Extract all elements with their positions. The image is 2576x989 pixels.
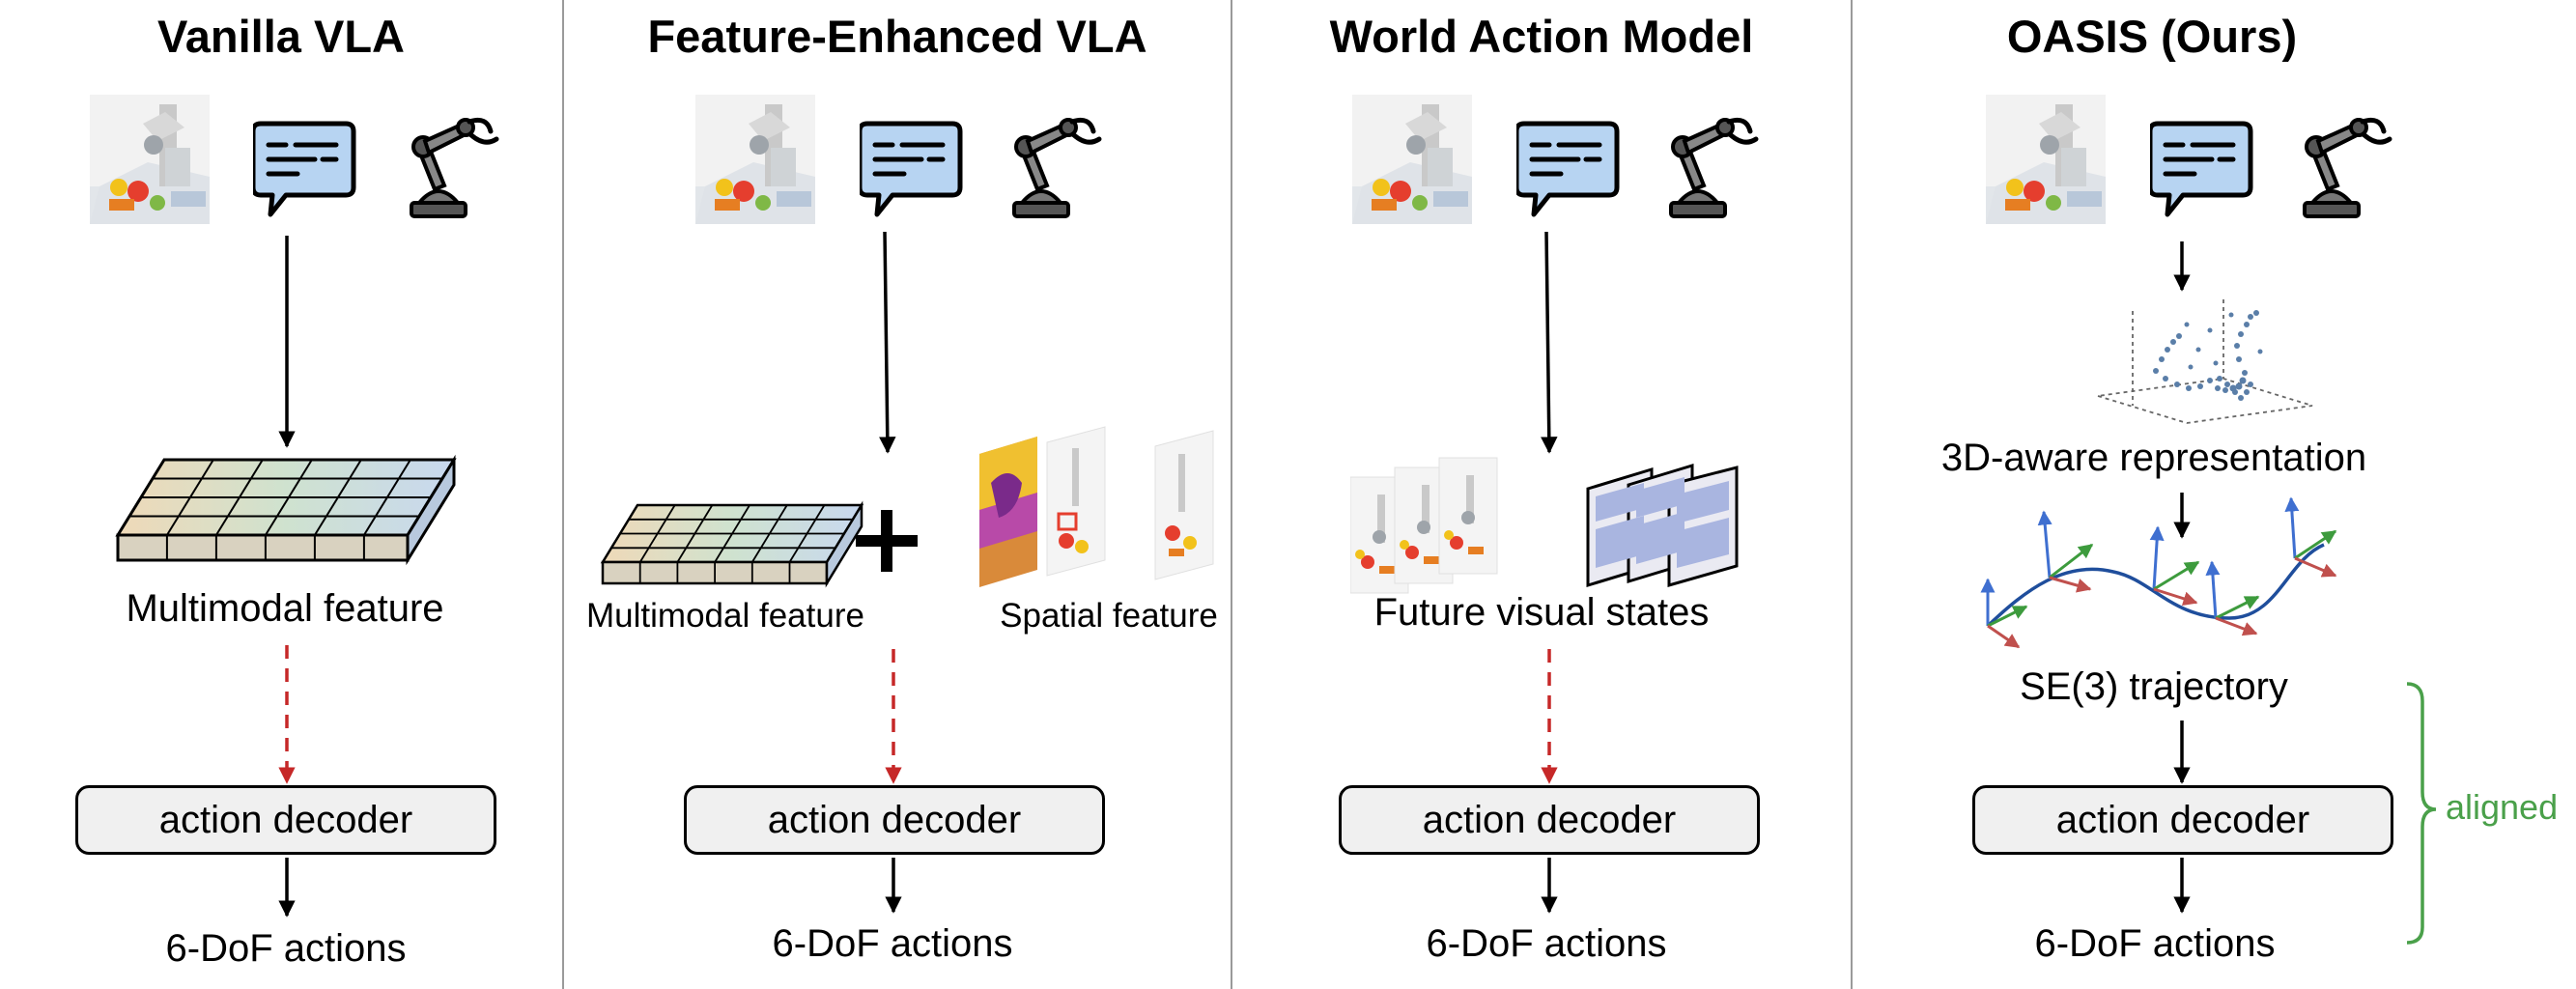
plus-icon bbox=[856, 510, 918, 572]
panel-title: OASIS (Ours) bbox=[2006, 11, 2298, 62]
multimodal-feature-label: Multimodal feature bbox=[126, 587, 444, 630]
flow-arrows bbox=[278, 236, 296, 918]
panel-divider bbox=[1851, 0, 1853, 989]
panel-divider bbox=[562, 0, 564, 989]
output-label: 6-DoF actions bbox=[1426, 922, 1667, 965]
output-label: 6-DoF actions bbox=[2034, 922, 2276, 965]
visual-state-panels bbox=[1586, 463, 1739, 588]
panel-world-action-model: World Action Model Future vis bbox=[1232, 0, 1851, 989]
multimodal-feature-grid bbox=[115, 454, 457, 566]
flow-arrows bbox=[879, 231, 902, 914]
multimodal-feature-grid bbox=[600, 500, 864, 588]
point-cloud-3d-icon bbox=[2097, 299, 2313, 424]
panel-title: World Action Model bbox=[1329, 11, 1754, 62]
panel-oasis: OASIS (Ours) bbox=[1853, 0, 2576, 989]
panel-title: Feature-Enhanced VLA bbox=[647, 11, 1147, 62]
future-visual-states-label: Future visual states bbox=[1373, 591, 1710, 634]
spatial-feature-images bbox=[979, 426, 1214, 587]
aligned-label: aligned bbox=[2446, 787, 2559, 827]
action-decoder-box: action decoder bbox=[1972, 785, 2393, 855]
panel-vanilla-vla: Vanilla VLA bbox=[0, 0, 562, 989]
panel-divider bbox=[1231, 0, 1232, 989]
aligned-brace bbox=[2406, 682, 2437, 945]
se3-trajectory-icon bbox=[1980, 496, 2337, 649]
action-decoder-box: action decoder bbox=[1339, 785, 1760, 855]
output-label: 6-DoF actions bbox=[165, 927, 407, 970]
action-decoder-box: action decoder bbox=[75, 785, 496, 855]
panel-title: Vanilla VLA bbox=[157, 11, 405, 62]
se3-trajectory-label: SE(3) trajectory bbox=[2020, 665, 2288, 708]
action-decoder-box: action decoder bbox=[684, 785, 1105, 855]
3d-aware-representation-label: 3D-aware representation bbox=[1940, 437, 2367, 479]
flow-arrows bbox=[2173, 241, 2437, 945]
flow-arrows bbox=[1541, 231, 1558, 914]
multimodal-feature-label: Multimodal feature bbox=[586, 597, 864, 635]
spatial-feature-label: Spatial feature bbox=[1000, 597, 1218, 635]
panel-feature-enhanced-vla: Feature-Enhanced VLA bbox=[564, 0, 1231, 989]
output-label: 6-DoF actions bbox=[772, 922, 1013, 965]
